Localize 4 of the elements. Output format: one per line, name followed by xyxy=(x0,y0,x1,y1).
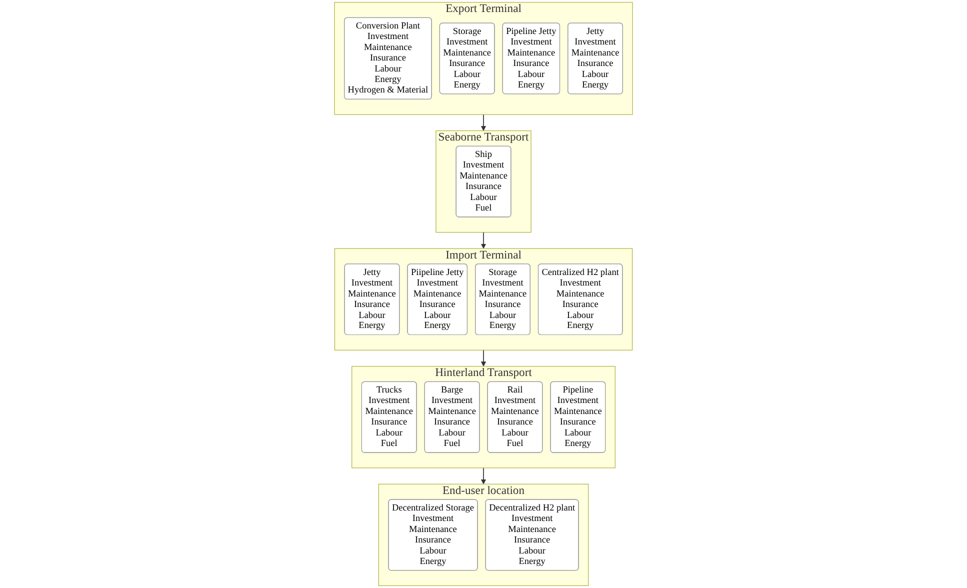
arrow xyxy=(480,232,486,249)
arrow xyxy=(480,467,486,484)
arrow xyxy=(480,350,486,367)
arrow xyxy=(480,114,486,131)
